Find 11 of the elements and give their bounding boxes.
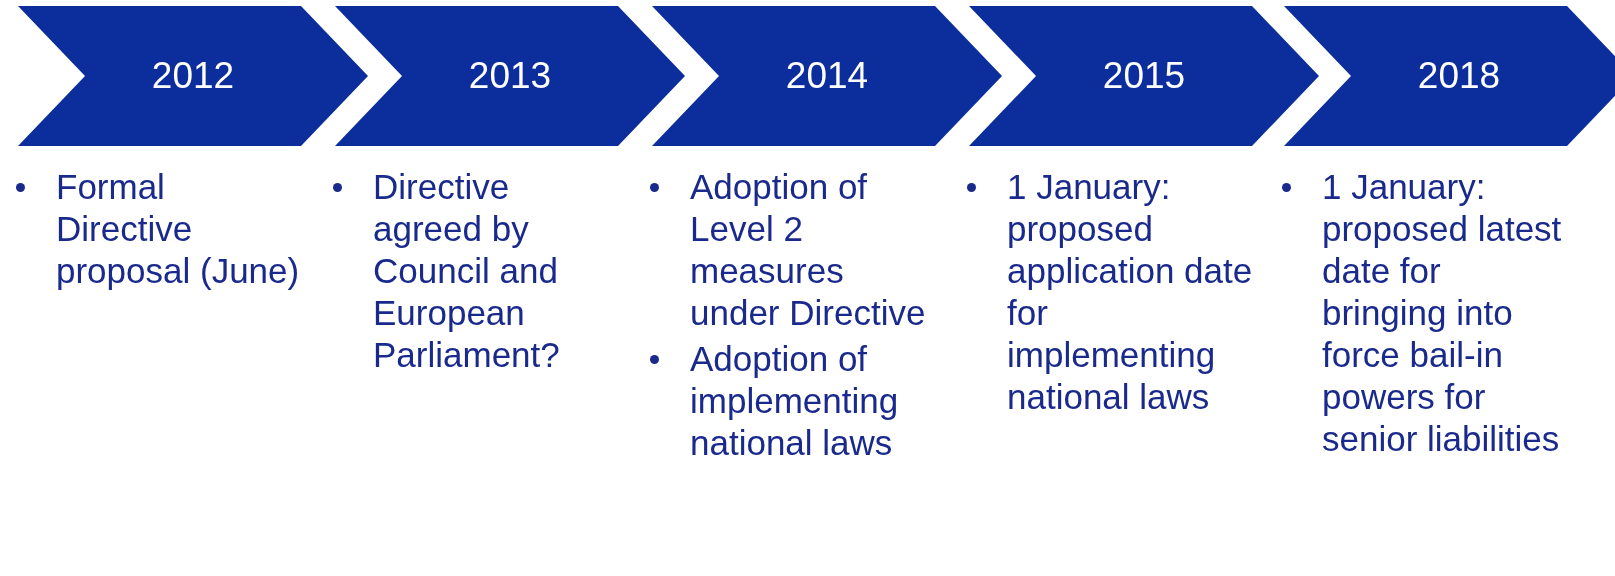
bullet-item: 1 January: proposed application date for implementing national laws bbox=[1007, 166, 1254, 418]
year-label: 2015 bbox=[1101, 56, 1187, 96]
year-label: 2013 bbox=[467, 56, 553, 96]
bullet-item: Adoption of implementing national laws bbox=[690, 338, 900, 464]
bullet-item: Directive agreed by Council and European Parliament? bbox=[373, 166, 561, 376]
year-label: 2012 bbox=[150, 56, 236, 96]
bullet-item: Adoption of Level 2 measures under Directive bbox=[690, 166, 927, 334]
bullet-item: Formal Directive proposal (June) bbox=[56, 166, 301, 292]
year-label: 2018 bbox=[1416, 56, 1502, 96]
year-label: 2014 bbox=[784, 56, 870, 96]
bullet-item: 1 January: proposed latest date for bringing into force bail-in powers for senior liabilities bbox=[1322, 166, 1563, 460]
